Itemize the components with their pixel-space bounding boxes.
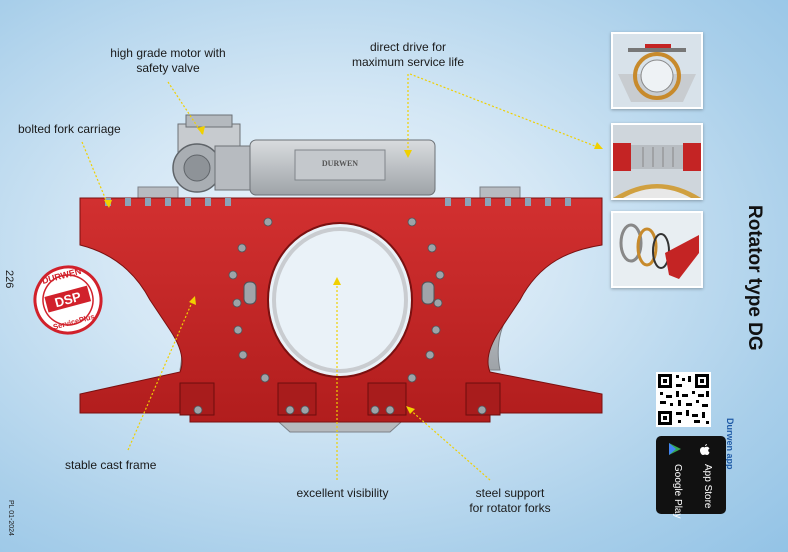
page-title: Rotator type DG [744, 205, 765, 351]
thumbnail-drive-detail-image [613, 125, 701, 198]
label-motor: high grade motor with safety valve [98, 46, 238, 76]
google-play-label: Google Play [672, 464, 683, 519]
label-visibility: excellent visibility [296, 486, 389, 500]
app-store-label: App Store [702, 464, 713, 509]
thumbnail-rotator-top[interactable] [611, 32, 703, 109]
motor-and-drive: DURWEN [137, 114, 521, 201]
apple-icon [698, 442, 712, 459]
label-direct-drive-line1: direct drive for [369, 40, 447, 54]
label-steel-support: steel support for rotator forks [455, 486, 565, 516]
label-fork-carriage: bolted fork carriage [18, 122, 121, 136]
drive-nameplate: DURWEN [322, 159, 358, 168]
app-store-badge[interactable]: App Store [686, 436, 726, 514]
thumbnail-exploded-view[interactable] [611, 211, 703, 288]
play-triangle-icon [668, 442, 682, 459]
page-number: 226 [3, 270, 15, 289]
callout-lines [81, 73, 601, 481]
label-direct-drive-line2: maximum service life [351, 55, 465, 69]
label-steel-support-line2: for rotator forks [469, 501, 551, 515]
footer-code: PL 01-2024 [7, 500, 14, 536]
label-motor-line2: safety valve [136, 61, 200, 75]
thumbnail-drive-detail[interactable] [611, 123, 703, 200]
thumbnail-rotator-top-image [613, 34, 701, 107]
label-cast-frame: stable cast frame [65, 458, 157, 472]
red-fork-carriage [79, 197, 603, 423]
label-motor-line1: high grade motor with [110, 46, 226, 60]
app-label: Durwen app [725, 418, 735, 470]
callout-arrowheads [104, 126, 603, 414]
label-direct-drive: direct drive for maximum service life [338, 40, 478, 70]
label-steel-support-line1: steel support [475, 486, 545, 500]
thumbnail-exploded-view-image [613, 213, 701, 286]
